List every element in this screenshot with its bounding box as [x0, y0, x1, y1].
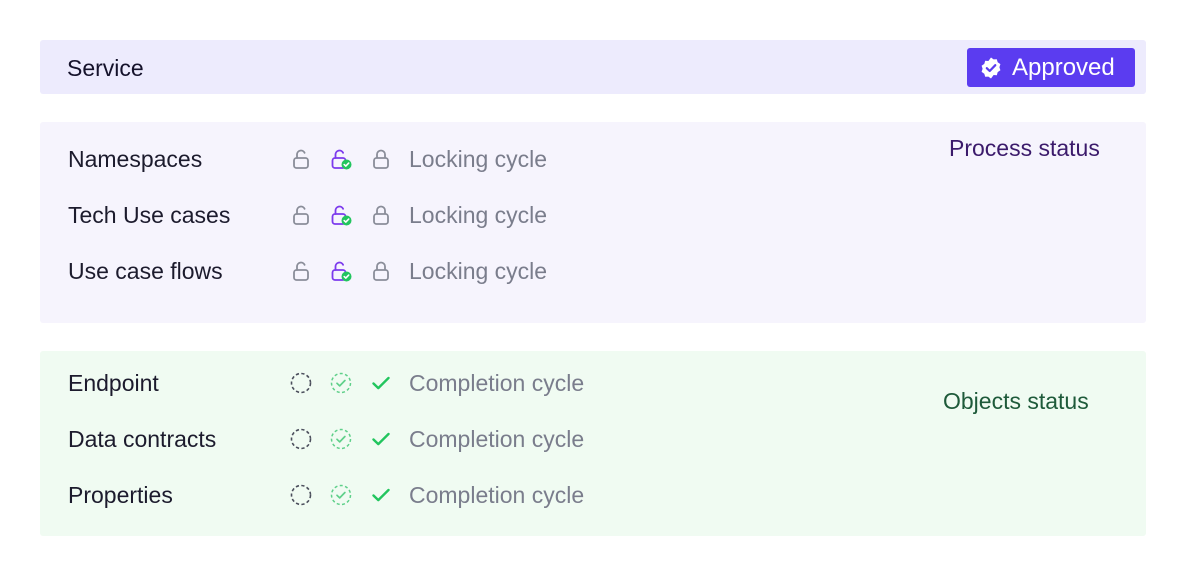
unlock-icon[interactable] [289, 259, 313, 283]
approved-badge[interactable]: Approved [967, 48, 1135, 87]
process-row-use-case-flows[interactable]: Use case flows Locking cycle [40, 251, 840, 291]
check-icon[interactable] [369, 427, 393, 451]
process-row-tech-use-cases[interactable]: Tech Use cases Locking cycle [40, 195, 840, 235]
unlock-icon[interactable] [289, 147, 313, 171]
service-header: Service Approved [40, 40, 1146, 94]
row-label: Properties [68, 482, 173, 508]
objects-row-properties[interactable]: Properties Completion cycle [40, 475, 840, 515]
dashed-circle-check-icon[interactable] [329, 427, 353, 451]
unlock-check-icon[interactable] [329, 259, 353, 283]
verified-badge-icon [979, 56, 1003, 80]
row-status: Locking cycle [409, 258, 548, 284]
dashed-circle-icon[interactable] [289, 371, 313, 395]
objects-row-data-contracts[interactable]: Data contracts Completion cycle [40, 419, 840, 459]
dashed-circle-check-icon[interactable] [329, 483, 353, 507]
unlock-check-icon[interactable] [329, 147, 353, 171]
dashed-circle-icon[interactable] [289, 483, 313, 507]
row-status: Completion cycle [409, 426, 585, 452]
unlock-check-icon[interactable] [329, 203, 353, 227]
row-label: Tech Use cases [68, 202, 231, 228]
row-label: Endpoint [68, 370, 159, 396]
objects-status-panel: Objects status Endpoint Completion cycle… [40, 351, 1146, 536]
process-status-panel: Process status Namespaces Locking cycle … [40, 122, 1146, 323]
process-status-heading: Process status [949, 135, 1100, 161]
process-row-namespaces[interactable]: Namespaces Locking cycle [40, 139, 840, 179]
objects-status-heading: Objects status [943, 388, 1089, 414]
lock-icon[interactable] [369, 147, 393, 171]
row-label: Data contracts [68, 426, 217, 452]
dashed-circle-check-icon[interactable] [329, 371, 353, 395]
check-icon[interactable] [369, 483, 393, 507]
approved-badge-label: Approved [1012, 54, 1115, 81]
row-status: Locking cycle [409, 202, 548, 228]
unlock-icon[interactable] [289, 203, 313, 227]
lock-icon[interactable] [369, 259, 393, 283]
row-label: Namespaces [68, 146, 203, 172]
row-status: Completion cycle [409, 370, 585, 396]
check-icon[interactable] [369, 371, 393, 395]
dashed-circle-icon[interactable] [289, 427, 313, 451]
row-status: Completion cycle [409, 482, 585, 508]
objects-row-endpoint[interactable]: Endpoint Completion cycle [40, 363, 840, 403]
service-title: Service [67, 55, 144, 81]
row-status: Locking cycle [409, 146, 548, 172]
row-label: Use case flows [68, 258, 223, 284]
lock-icon[interactable] [369, 203, 393, 227]
